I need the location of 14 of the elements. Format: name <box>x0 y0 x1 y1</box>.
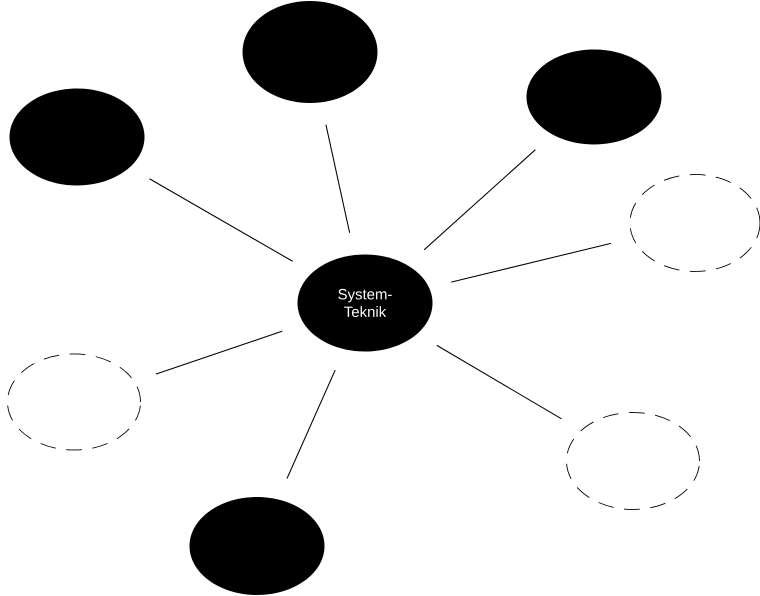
connector-line <box>286 370 336 479</box>
connector-line <box>149 178 293 262</box>
connector-line <box>424 149 536 250</box>
ellipse-node <box>190 497 324 595</box>
ellipse-node <box>10 88 144 186</box>
ellipse-node: System- Teknik <box>298 254 432 352</box>
connector-line <box>156 330 283 375</box>
connector-line <box>325 124 350 233</box>
dashed-ellipse <box>566 412 700 510</box>
connector-line <box>451 242 611 283</box>
connector-line <box>436 344 562 420</box>
dashed-ellipse <box>7 354 141 450</box>
ellipse-node <box>242 1 378 103</box>
ellipse-node <box>526 50 662 144</box>
